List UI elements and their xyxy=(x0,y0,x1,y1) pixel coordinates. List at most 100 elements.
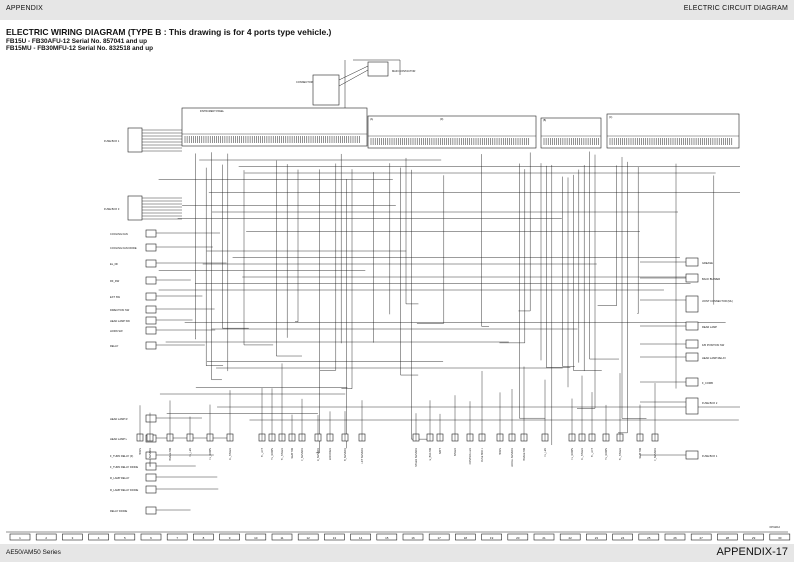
wire-contactor xyxy=(338,69,369,87)
bottom-component-label: B_SENSOR xyxy=(344,448,347,461)
reference-number: 14 xyxy=(359,536,363,540)
drawing-code: 09YA012 xyxy=(770,525,781,529)
bottom-component-label: FL_DOWN xyxy=(571,448,574,460)
reference-number: 16 xyxy=(411,536,415,540)
reference-number: 22 xyxy=(569,536,573,540)
left-component-label: FUSE BOX 1 xyxy=(104,139,120,143)
component-box xyxy=(685,397,699,415)
left-component-label: FUSE BOX 3 xyxy=(104,207,120,211)
left-component-label: R_LAMP RELAY DIODE xyxy=(110,488,139,492)
connector-box xyxy=(312,74,340,106)
right-component-label: F_COMB xyxy=(702,381,713,385)
left-component-label: HEAD LAMP R xyxy=(110,417,128,421)
bottom-component-label: FL_LEV xyxy=(189,448,192,457)
reference-box xyxy=(350,533,371,541)
component-box xyxy=(145,259,157,268)
bottom-component-label: F_SENSOR xyxy=(301,448,304,461)
component-box xyxy=(145,276,157,285)
reference-box xyxy=(428,533,450,541)
bottom-component-label: BRAKE SW xyxy=(169,447,172,460)
reference-box xyxy=(769,533,791,541)
reference-number: 10 xyxy=(254,536,258,540)
reference-number: 12 xyxy=(307,536,311,540)
reference-number: 29 xyxy=(752,536,756,540)
top-label-instrument-panel: INSTRUMENT PANEL xyxy=(200,110,225,113)
main-contactor-box xyxy=(367,61,389,77)
reference-box xyxy=(62,533,83,541)
right-component-label: F/R POSITION SW xyxy=(702,343,725,347)
component-box xyxy=(685,273,699,283)
bottom-component-label: FUSE BOX 1 xyxy=(481,447,484,462)
component-box xyxy=(145,341,157,350)
reference-number: 25 xyxy=(647,536,651,540)
reference-number: 17 xyxy=(438,536,442,540)
bottom-component-label: SPEED xyxy=(454,448,457,456)
diagram-subtitle-serial-1: FB15U - FB30AFU-12 Serial No. 857041 and… xyxy=(6,38,147,45)
reference-number: 15 xyxy=(385,536,389,540)
reference-number: 13 xyxy=(333,536,337,540)
reference-number: 21 xyxy=(542,536,546,540)
reference-box xyxy=(297,533,319,541)
reference-number: 6 xyxy=(150,536,152,540)
bottom-component-label: BATT xyxy=(439,447,442,453)
reference-number: 8 xyxy=(203,536,205,540)
reference-box xyxy=(586,533,607,541)
bottom-component-label: TL_STEER xyxy=(281,448,284,460)
left-component-label: RELAY DIODE xyxy=(110,509,127,513)
reference-box xyxy=(166,533,188,541)
left-component-label: COOLING FAN DIODE xyxy=(110,246,137,250)
bottom-component-label: F_SENSOR xyxy=(654,448,657,461)
reference-number: 27 xyxy=(700,536,704,540)
fuse-box xyxy=(127,127,143,153)
reference-box xyxy=(245,533,267,541)
top-label-connector: CONNECTOR xyxy=(296,80,313,84)
reference-box xyxy=(114,533,136,541)
block-id-label: (D) xyxy=(440,118,444,121)
footer-page-number: APPENDIX-17 xyxy=(716,546,788,558)
bottom-component-label: FL_DOWN xyxy=(209,448,212,460)
fuse-box xyxy=(127,195,143,221)
reference-box xyxy=(559,533,581,541)
header-chapter-label: ELECTRIC CIRCUIT DIAGRAM xyxy=(683,5,788,12)
block-id-label: (A) xyxy=(370,118,373,121)
reference-box xyxy=(140,533,162,541)
component-box xyxy=(685,295,699,313)
reference-number: 5 xyxy=(124,536,126,540)
left-component-label: HEAD LAMP L xyxy=(110,437,128,441)
left-component-label: EL_DF xyxy=(110,262,118,266)
reference-number: 26 xyxy=(673,536,677,540)
reference-box xyxy=(690,533,712,541)
bottom-component-label: TL_STEER xyxy=(619,448,622,460)
bottom-component-label: E_BRK SW xyxy=(429,447,432,460)
component-box xyxy=(145,485,157,494)
reference-number: 9 xyxy=(229,536,231,540)
reference-box xyxy=(455,533,476,541)
reference-box xyxy=(88,533,109,541)
reference-box xyxy=(638,533,660,541)
bottom-component-label: ACCEL SENSOR xyxy=(511,448,514,467)
component-box xyxy=(145,305,157,314)
bottom-component-label: FL_STEER xyxy=(229,448,232,460)
reference-box xyxy=(507,533,529,541)
bottom-component-label: TL_DOWN xyxy=(605,448,608,460)
right-component-label: FUSE BOX 1 xyxy=(702,454,718,458)
reference-box xyxy=(533,533,555,541)
reference-box xyxy=(664,533,686,541)
left-component-label: RF_DW xyxy=(110,279,120,283)
component-box xyxy=(145,316,157,325)
reference-box xyxy=(402,533,424,541)
reference-box xyxy=(376,533,398,541)
bottom-component-label: FL_LEV xyxy=(544,448,547,457)
component-box xyxy=(145,326,157,335)
reference-box xyxy=(219,533,240,541)
component-box xyxy=(145,506,157,515)
reference-number: 18 xyxy=(464,536,468,540)
controller-block xyxy=(540,117,602,149)
reference-box xyxy=(612,533,633,541)
diagram-subtitle-serial-2: FB15MU - FB30MFU-12 Serial No. 832518 an… xyxy=(6,45,154,52)
reference-number: 2 xyxy=(45,536,47,540)
reference-number: 19 xyxy=(490,536,494,540)
reference-number: 24 xyxy=(621,536,625,540)
bottom-component-label: R_SENSOR xyxy=(317,448,320,461)
reference-box xyxy=(271,533,293,541)
